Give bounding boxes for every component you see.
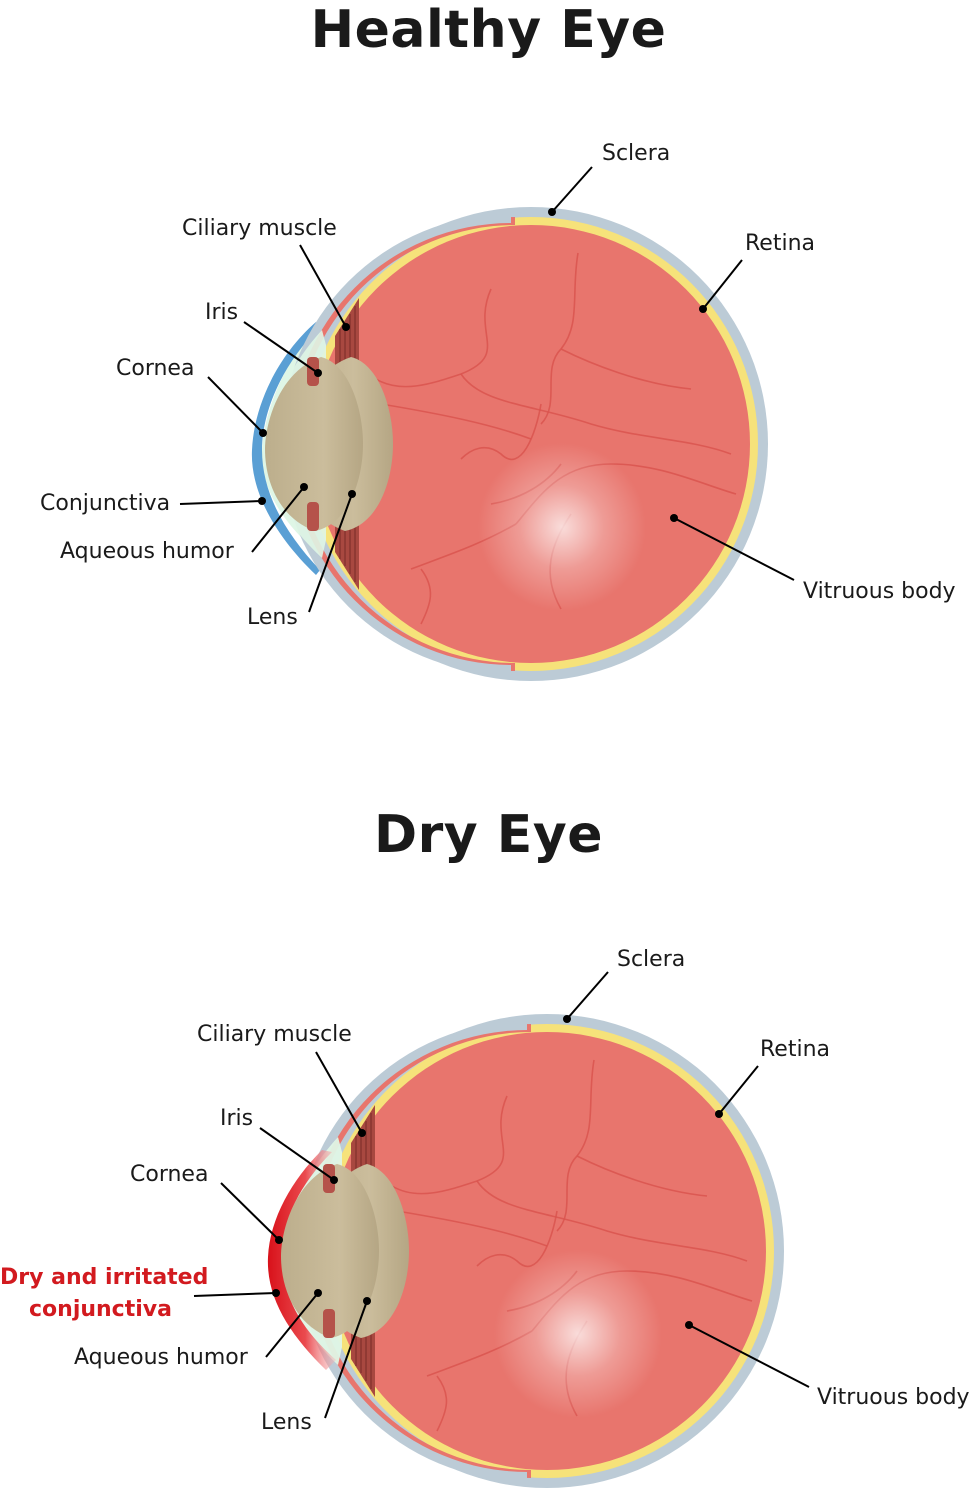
healthy-iris-lower xyxy=(307,502,319,531)
label-vitreous-body: Vitruous body xyxy=(803,579,956,604)
label-retina: Retina xyxy=(745,231,815,256)
label-cornea: Cornea xyxy=(116,356,194,381)
label-conjunctiva: Conjunctiva xyxy=(40,491,170,516)
dry-label-cornea: Cornea xyxy=(130,1162,208,1187)
dry-labels: Sclera Retina Ciliary muscle Iris Cornea… xyxy=(0,947,970,1435)
dry-eye-title: Dry Eye xyxy=(374,805,603,865)
dry-label-sclera: Sclera xyxy=(617,947,685,972)
label-sclera: Sclera xyxy=(602,141,670,166)
healthy-eye-diagram xyxy=(251,206,769,682)
label-lens: Lens xyxy=(247,605,298,630)
dry-lens-shape xyxy=(281,1164,379,1338)
label-ciliary-muscle: Ciliary muscle xyxy=(182,216,337,241)
dry-label-iris: Iris xyxy=(220,1106,253,1131)
dry-label-conjunctiva-line2: conjunctiva xyxy=(29,1297,172,1322)
dry-label-aqueous-humor: Aqueous humor xyxy=(74,1345,249,1370)
dry-label-retina: Retina xyxy=(760,1037,830,1062)
healthy-lens-shape xyxy=(265,357,363,531)
healthy-eye-title: Healthy Eye xyxy=(310,0,667,60)
dry-eye-diagram xyxy=(267,1013,785,1489)
dry-label-ciliary-muscle: Ciliary muscle xyxy=(197,1022,352,1047)
dry-label-vitreous-body: Vitruous body xyxy=(817,1385,970,1410)
dry-iris-upper xyxy=(323,1164,335,1193)
healthy-iris-upper xyxy=(307,357,319,386)
label-aqueous-humor: Aqueous humor xyxy=(60,539,235,564)
dry-label-conjunctiva-line1: Dry and irritated xyxy=(0,1265,208,1290)
healthy-labels: Sclera Retina Ciliary muscle Iris Cornea… xyxy=(40,141,956,630)
dry-cornea-shape xyxy=(267,1150,336,1370)
cornea-shape xyxy=(251,322,320,575)
label-iris: Iris xyxy=(205,300,238,325)
dry-iris-lower xyxy=(323,1309,335,1338)
dry-label-lens: Lens xyxy=(261,1410,312,1435)
